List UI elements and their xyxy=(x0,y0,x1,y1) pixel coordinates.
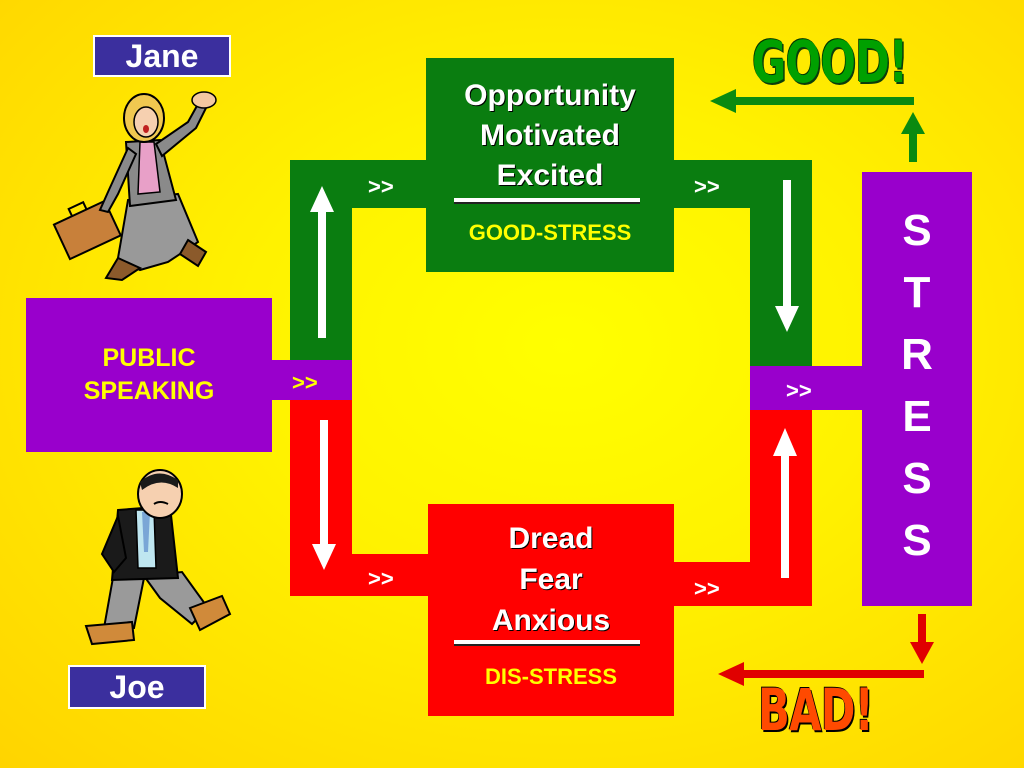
good-arrow-up xyxy=(901,112,925,162)
flow-marker-purple-right: >> xyxy=(786,378,812,403)
flow-marker-green-left: >> xyxy=(368,174,394,199)
arrow-down-red-left xyxy=(312,420,336,570)
joe-name-tag: Joe xyxy=(68,665,206,709)
good-box-divider xyxy=(454,198,640,204)
stress-letter-r: R xyxy=(901,330,933,379)
purple-connector-left xyxy=(272,360,352,400)
stress-letter-e: E xyxy=(902,392,932,441)
good-box-line1: Opportunity xyxy=(464,79,636,112)
good-arrow-left xyxy=(710,89,914,113)
stress-letter-s3: S xyxy=(902,516,932,565)
dis-stress-label: DIS-STRESS xyxy=(484,664,618,689)
stress-letter-s1: S xyxy=(902,206,932,255)
good-outcome-label: GOOD! xyxy=(752,28,908,96)
flow-marker-red-left: >> xyxy=(368,566,394,591)
bad-box-line3: Anxious xyxy=(491,604,611,637)
red-path-bottom-left xyxy=(290,554,430,596)
dis-stress-box: Dread Fear Anxious DIS-STRESS xyxy=(428,504,674,716)
bad-arrow-down xyxy=(910,614,934,664)
jane-excited-illustration xyxy=(52,91,217,282)
bad-box-line1: Dread xyxy=(508,522,594,555)
bad-box-line2: Fear xyxy=(519,563,583,596)
jane-name-tag: Jane xyxy=(93,35,231,77)
green-path-top-left xyxy=(290,160,430,208)
good-stress-label: GOOD-STRESS xyxy=(468,220,632,245)
stress-letter-s2: S xyxy=(902,454,932,503)
public-speaking-box: PUBLIC SPEAKING xyxy=(26,298,272,452)
stress-letter-t: T xyxy=(903,268,931,317)
flow-marker-red-right: >> xyxy=(694,576,720,601)
joe-anxious-illustration xyxy=(84,469,232,646)
bad-arrow-left xyxy=(718,662,924,686)
bad-box-divider xyxy=(454,640,640,646)
public-speaking-line1: PUBLIC xyxy=(102,344,196,372)
good-box-line3: Excited xyxy=(496,159,604,192)
bad-outcome-label: BAD! xyxy=(758,676,874,744)
good-stress-box: Opportunity Motivated Excited GOOD-STRES… xyxy=(426,58,674,272)
good-box-line2: Motivated xyxy=(479,119,620,152)
purple-connector-right xyxy=(750,366,862,410)
flow-marker-purple-left: >> xyxy=(292,370,318,395)
stress-column: S T R E S S xyxy=(862,172,972,606)
arrow-up-red-right xyxy=(773,428,797,578)
public-speaking-line2: SPEAKING xyxy=(83,377,215,405)
flow-marker-green-right: >> xyxy=(694,174,720,199)
green-path-right-vertical xyxy=(750,160,812,370)
arrow-up-green-left xyxy=(310,186,334,338)
arrow-down-green-right xyxy=(775,180,799,332)
